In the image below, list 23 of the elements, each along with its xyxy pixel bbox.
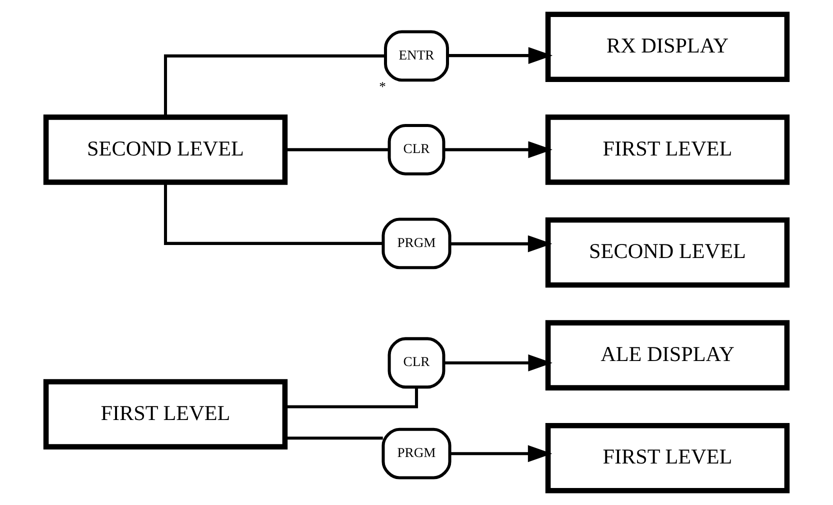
node-box: SECOND LEVEL <box>43 114 288 185</box>
arrow <box>450 235 552 252</box>
connector <box>285 387 418 408</box>
node-box: PRGM <box>382 428 452 480</box>
node-box: FIRST LEVEL <box>545 114 790 185</box>
node-box: PRGM <box>382 218 452 270</box>
node-box: FIRST LEVEL <box>545 422 790 494</box>
arrow <box>448 47 553 64</box>
node-box: SECOND LEVEL <box>545 217 790 288</box>
arrow <box>444 354 552 372</box>
arrow <box>444 141 552 158</box>
node-label: * <box>379 79 386 94</box>
node-box: CLR <box>388 337 446 389</box>
node-box: FIRST LEVEL <box>43 379 288 450</box>
connector <box>285 148 390 152</box>
node-box: ENTR <box>384 30 449 82</box>
connector <box>164 54 386 117</box>
node-box: ALE DISPLAY <box>545 320 790 390</box>
node-box: CLR <box>388 124 446 176</box>
connector <box>164 182 384 245</box>
arrow <box>450 445 552 462</box>
node-box: RX DISPLAY <box>545 12 790 82</box>
connector <box>285 436 383 440</box>
